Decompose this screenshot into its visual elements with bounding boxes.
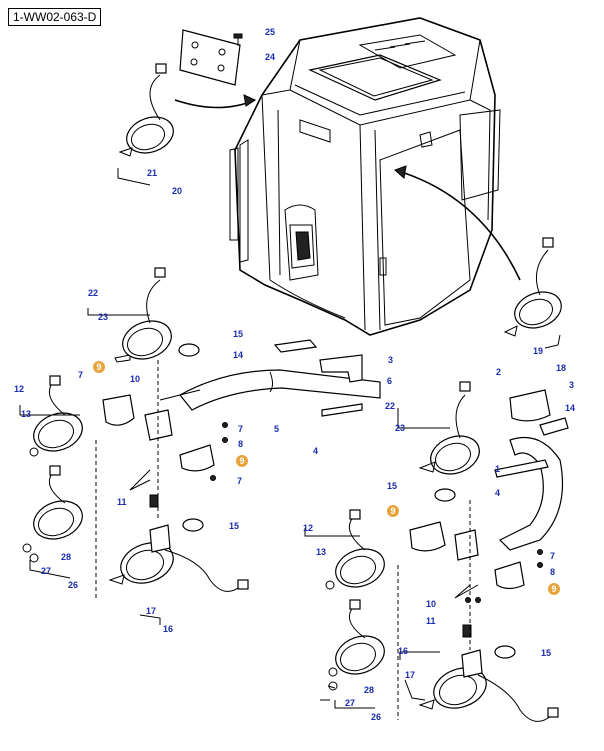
callout-15d: 15 [541, 648, 551, 658]
callout-8b: 8 [550, 567, 555, 577]
diagram-reference-code: 1-WW02-063-D [8, 8, 102, 26]
callout-15a: 15 [233, 329, 243, 339]
callout-6: 6 [387, 376, 392, 386]
callout-1a: 1 [495, 464, 500, 474]
worklamp-right-upper [418, 381, 480, 475]
callout-8a: 8 [238, 439, 243, 449]
callout-26b: 26 [371, 712, 381, 722]
worklamp-left-bottom [108, 494, 249, 592]
callout-4b: 4 [495, 488, 500, 498]
callout-11a: 11 [117, 497, 127, 507]
worklamp-right-middle [335, 509, 385, 588]
callout-12b: 12 [303, 523, 313, 533]
callout-27a: 27 [41, 566, 51, 576]
worklamp-right [503, 237, 562, 337]
callout-24: 24 [265, 52, 275, 62]
callout-14b: 14 [565, 403, 575, 413]
badge-9-right-lower: 9 [548, 583, 560, 595]
callout-3a: 3 [388, 355, 393, 365]
worklamp-left-upper [122, 267, 172, 360]
callout-7a: 7 [78, 370, 83, 380]
callout-7c: 7 [237, 476, 242, 486]
right-light-bar-assembly [409, 389, 569, 603]
svg-text:9: 9 [239, 456, 244, 466]
callout-3b: 3 [569, 380, 574, 390]
badge-9-left-upper: 9 [93, 361, 105, 373]
callout-27b: 27 [345, 698, 355, 708]
badge-9-right-upper: 9 [387, 505, 399, 517]
mounting-plate [179, 29, 241, 86]
callout-16b: 16 [398, 646, 408, 656]
callout-10b: 10 [426, 599, 436, 609]
callout-20: 20 [172, 186, 182, 196]
callout-15c: 15 [387, 481, 397, 491]
worklamp-top-left [118, 63, 174, 157]
callout-26a: 26 [68, 580, 78, 590]
callout-23a: 23 [98, 312, 108, 322]
callout-28b: 28 [364, 685, 374, 695]
worklamp-right-lower [335, 599, 385, 675]
callout-4a: 4 [313, 446, 318, 456]
callout-7b: 7 [238, 424, 243, 434]
callout-10a: 10 [130, 374, 140, 384]
callout-18: 18 [556, 363, 566, 373]
callout-22a: 22 [88, 288, 98, 298]
worklamp-left-middle [33, 375, 83, 452]
callout-7d: 7 [550, 551, 555, 561]
callout-15b: 15 [229, 521, 239, 531]
svg-text:9: 9 [551, 584, 556, 594]
callout-labels: 25 24 21 20 22 23 15 14 3 6 7 10 12 13 7… [14, 27, 575, 722]
callout-14a: 14 [233, 350, 243, 360]
callout-28a: 28 [61, 552, 71, 562]
bolt-top [233, 33, 243, 46]
worklamp-left-lower [33, 465, 83, 540]
arrow-to-cab-top [174, 99, 256, 109]
callout-2: 2 [496, 367, 501, 377]
svg-text:9: 9 [390, 506, 395, 516]
arrow-to-cab-right [394, 169, 521, 281]
badge-9-left-lower: 9 [236, 455, 248, 467]
callout-5: 5 [274, 424, 279, 434]
callout-17a: 17 [146, 606, 156, 616]
callout-13b: 13 [316, 547, 326, 557]
tractor-cab [229, 17, 501, 336]
callout-23b: 23 [395, 423, 405, 433]
callout-11b: 11 [426, 616, 436, 626]
callout-21: 21 [147, 168, 157, 178]
worklamp-right-bottom [418, 624, 559, 722]
svg-text:9: 9 [96, 362, 101, 372]
callout-25: 25 [265, 27, 275, 37]
callout-19: 19 [533, 346, 543, 356]
callout-22b: 22 [385, 401, 395, 411]
callout-16a: 16 [163, 624, 173, 634]
callout-17b: 17 [405, 670, 415, 680]
callout-12a: 12 [14, 384, 24, 394]
callout-13a: 13 [21, 409, 31, 419]
